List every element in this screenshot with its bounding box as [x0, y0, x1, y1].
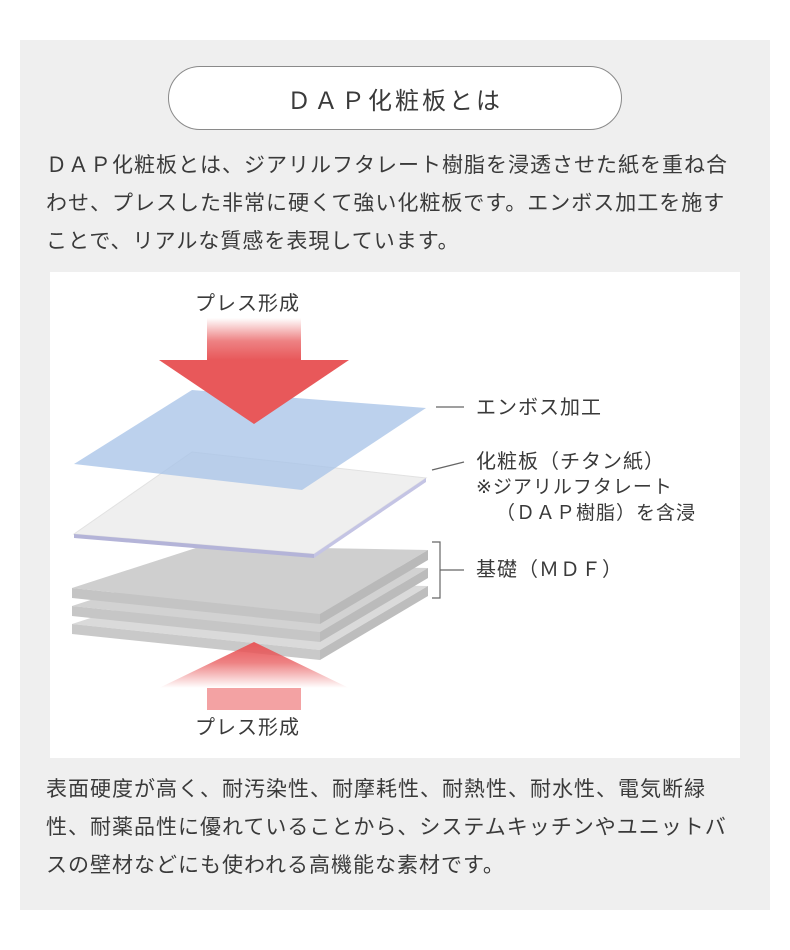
press-arrow-down [159, 318, 349, 424]
outro-paragraph: 表面硬度が高く、耐汚染性、耐摩耗性、耐熱性、耐水性、電気断緑性、耐薬品性に優れて… [46, 777, 727, 877]
decor-leader-line [431, 461, 465, 471]
decor-paper-label: 化粧板（チタン紙） [476, 449, 665, 473]
intro-paragraph: ＤＡＰ化粧板とは、ジアリルフタレート樹脂を浸透させた紙を重ね合わせ、プレスした非… [46, 153, 728, 253]
base-mdf-layers [72, 546, 428, 660]
base-bracket [432, 541, 464, 599]
layer-diagram-graphic [72, 318, 465, 710]
layer-diagram: プレス形成 プレス形成 エンボス加工 化粧板（チタン紙） ※ジアリルフタレート … [50, 272, 740, 758]
decor-note-line1: ※ジアリルフタレート [476, 476, 673, 498]
press-label-bottom: プレス形成 [195, 715, 300, 739]
emboss-label: エンボス加工 [476, 395, 602, 419]
press-arrow-up [159, 642, 349, 710]
emboss-layer [74, 390, 426, 490]
press-label-top: プレス形成 [195, 291, 300, 315]
decor-note-line2: （ＤＡＰ樹脂）を含浸 [496, 502, 697, 524]
base-mdf-label: 基礎（ＭＤＦ） [476, 557, 623, 581]
page-title: ＤＡＰ化粧板とは [168, 66, 622, 130]
decor-paper-layer [72, 451, 428, 558]
